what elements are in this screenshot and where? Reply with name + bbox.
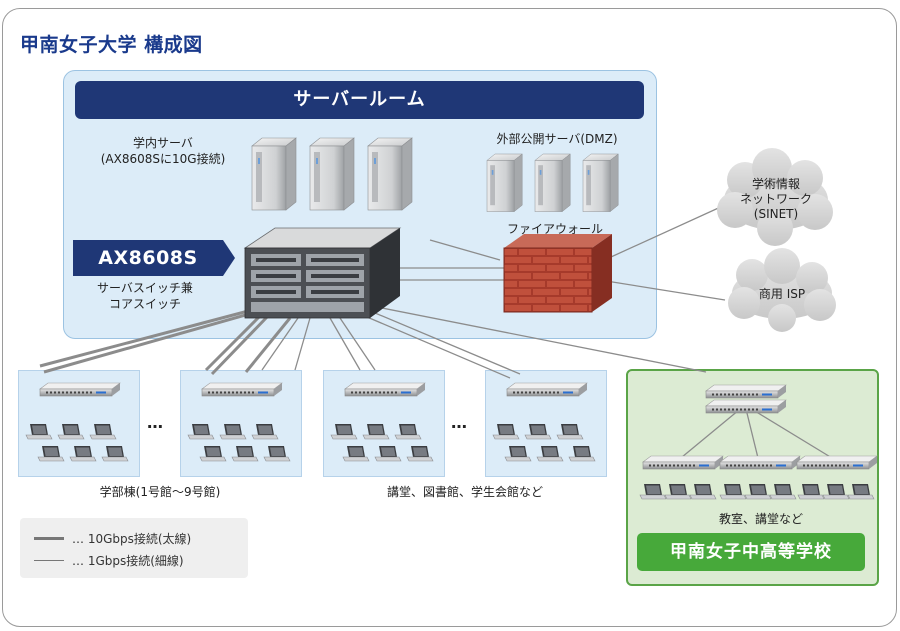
- building-switch-icon: [344, 382, 426, 397]
- faculty-ellipsis: …: [147, 413, 166, 432]
- faculty-buildings-label: 学部棟(1号館〜9号館): [99, 485, 221, 499]
- high-school-switch-icon: [796, 455, 878, 470]
- sinet-label-line-3: (SINET): [753, 207, 799, 221]
- high-school-switch-icon: [719, 455, 801, 470]
- core-switch-description: サーバスイッチ兼 コアスイッチ: [70, 280, 220, 312]
- sinet-label-line-2: ネットワーク: [739, 192, 812, 206]
- high-school-core-switch-icon: [705, 384, 787, 399]
- dmz-servers-label: 外部公開サーバ(DMZ): [496, 132, 618, 146]
- laptop-icons: [25, 423, 596, 462]
- building-switch-icon: [201, 382, 283, 397]
- building-switch-icon: [39, 382, 121, 397]
- core-switch-desc-line-2: コアスイッチ: [108, 297, 181, 311]
- core-switch-tag-shape: [73, 240, 235, 276]
- internal-servers: [251, 137, 413, 211]
- core-switch-desc-line-1: サーバスイッチ兼: [97, 281, 193, 295]
- isp-cloud-icon: [728, 248, 836, 332]
- legend-thin-line: [34, 560, 64, 562]
- core-switch-tag: AX8608S: [73, 240, 235, 276]
- sinet-label-line-1: 学術情報: [751, 177, 800, 191]
- internal-servers-label-line-2: (AX8608Sに10G接続): [100, 152, 226, 166]
- legend-thin-label: … 1Gbps接続(細線): [72, 554, 184, 568]
- high-school-sub-label: 教室、講堂など: [718, 512, 803, 526]
- lecture-ellipsis: …: [451, 413, 470, 432]
- internal-servers-label: 学内サーバ (AX8608Sに10G接続): [78, 135, 248, 167]
- server-room-heading: サーバールーム: [75, 81, 644, 119]
- firewall-icon: [503, 234, 612, 313]
- high-school-laptop-icons: [639, 483, 875, 500]
- legend: … 10Gbps接続(太線) … 1Gbps接続(細線): [20, 518, 248, 578]
- sinet-cloud-icon: [717, 148, 833, 246]
- building-switch-icon: [506, 382, 588, 397]
- legend-thick-label: … 10Gbps接続(太線): [72, 532, 192, 546]
- core-switch-model: AX8608S: [98, 247, 198, 269]
- high-school-core-switch-icon: [705, 399, 787, 414]
- sinet-cloud-label: 学術情報 ネットワーク (SINET): [726, 177, 826, 222]
- legend-thick-line: [34, 537, 64, 540]
- core-switch-icon: [243, 227, 402, 319]
- high-school-name: 甲南女子中高等学校: [637, 533, 865, 571]
- dmz-servers: [486, 153, 619, 213]
- isp-cloud-label: 商用 ISP: [758, 287, 806, 301]
- thick-links: [39, 308, 292, 376]
- lecture-buildings-label: 講堂、図書館、学生会館など: [386, 485, 543, 499]
- high-school-switch-icon: [642, 455, 724, 470]
- page-title: 甲南女子大学 構成図: [20, 34, 203, 56]
- firewall-label: ファイアウォール: [506, 222, 603, 236]
- thin-links: [261, 204, 833, 463]
- internal-servers-label-line-1: 学内サーバ: [133, 136, 193, 150]
